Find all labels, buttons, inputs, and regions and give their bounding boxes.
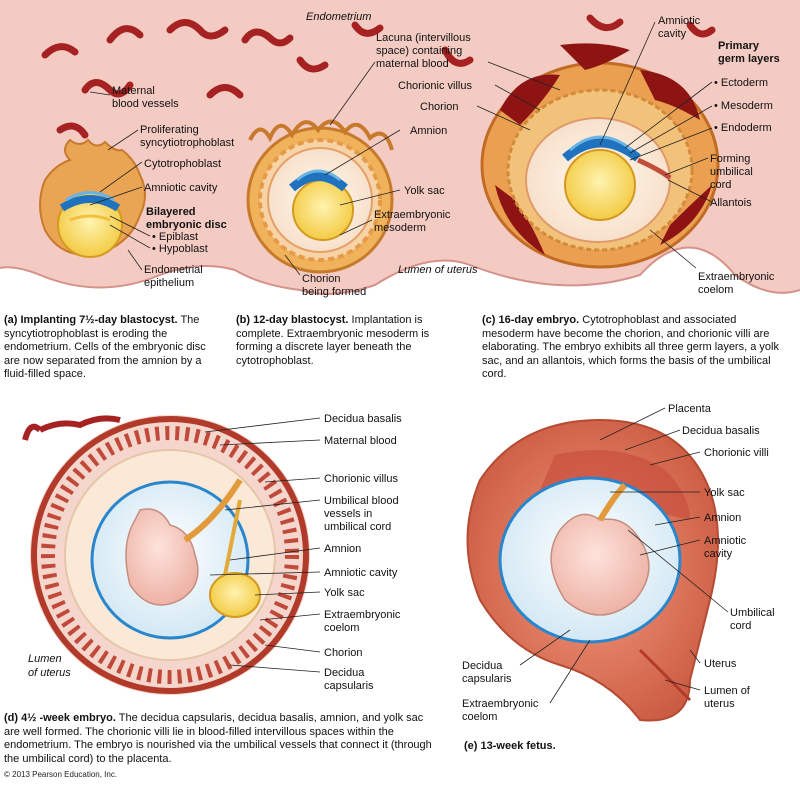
caption-d-title: (d) 4½ -week embryo. (4, 712, 116, 724)
label-chorionic-villus-b: Chorionic villus (398, 80, 472, 92)
label-e-yolk-sac: Yolk sac (704, 487, 745, 499)
caption-e: (e) 13-week fetus. (464, 740, 664, 754)
caption-b-title: (b) 12-day blastocyst. (236, 314, 349, 326)
caption-b-text: Implantation is complete. Extraembryonic… (236, 314, 430, 367)
label-forming-umbilical-cord-2: umbilical (710, 166, 753, 178)
diagram-b-blastocyst (246, 119, 394, 274)
caption-c-title: (c) 16-day embryo. (482, 314, 580, 326)
label-d-extraembryonic-coelom-2: coelom (324, 622, 359, 634)
label-d-amniotic-cavity: Amniotic cavity (324, 567, 398, 579)
label-e-extraembryonic-coelom-2: coelom (462, 711, 497, 723)
label-e-uterus: Uterus (704, 658, 737, 670)
label-lumen-of-uterus-b: Lumen of uterus (398, 264, 478, 276)
label-proliferating-2: syncytiotrophoblast (140, 137, 234, 149)
caption-a-text: The syncytiotrophoblast is eroding the e… (4, 314, 206, 380)
label-forming-umbilical-cord-3: cord (710, 179, 731, 191)
label-amniotic-cavity-a: Amniotic cavity (144, 182, 218, 194)
label-e-decidua-basalis: Decidua basalis (682, 425, 760, 437)
label-d-maternal-blood: Maternal blood (324, 435, 397, 447)
label-d-chorion: Chorion (324, 647, 363, 659)
label-d-extraembryonic-coelom-1: Extraembryonic (324, 609, 401, 621)
label-amniotic-cavity-c-1: Amniotic (658, 15, 701, 27)
label-proliferating-1: Proliferating (140, 124, 199, 136)
d-labels: Decidua basalis Maternal blood Chorionic… (28, 413, 402, 692)
label-d-decidua-capsularis-1: Decidua (324, 667, 365, 679)
label-bilayered-1: Bilayered (146, 206, 196, 218)
label-d-lumen-of-uterus-2: of uterus (28, 667, 71, 679)
label-d-umbilical-vessels-3: umbilical cord (324, 521, 391, 533)
label-e-lumen-of-uterus-2: uterus (704, 698, 735, 710)
label-lacuna-1: Lacuna (intervillous (376, 32, 471, 44)
label-e-umbilical-cord-2: cord (730, 620, 751, 632)
label-primary-germ-layers-2: germ layers (718, 53, 780, 65)
caption-c: (c) 16-day embryo. Cytotrophoblast and a… (482, 314, 782, 382)
label-primary-germ-layers-1: Primary (718, 40, 760, 52)
label-allantois: Allantois (710, 197, 752, 209)
caption-a: (a) Implanting 7½-day blastocyst. The sy… (4, 314, 224, 382)
label-d-decidua-capsularis-2: capsularis (324, 680, 374, 692)
copyright: © 2013 Pearson Education, Inc. (4, 770, 118, 779)
label-hypoblast: • Hypoblast (152, 243, 208, 255)
caption-c-text: Cytotrophoblast and associated mesoderm … (482, 314, 779, 380)
label-d-amnion: Amnion (324, 543, 361, 555)
label-d-decidua-basalis: Decidua basalis (324, 413, 402, 425)
label-d-lumen-of-uterus-1: Lumen (28, 653, 62, 665)
label-amniotic-cavity-c-2: cavity (658, 28, 687, 40)
label-endometrium: Endometrium (306, 11, 371, 23)
label-lacuna-2: space) containing (376, 45, 462, 57)
label-cytotrophoblast: Cytotrophoblast (144, 158, 221, 170)
label-d-umbilical-vessels-1: Umbilical blood (324, 495, 399, 507)
label-extraembryonic-coelom-c-1: Extraembryonic (698, 271, 775, 283)
leader-lines (89, 21, 729, 704)
label-e-decidua-capsularis-2: capsularis (462, 673, 512, 685)
label-d-chorionic-villus: Chorionic villus (324, 473, 398, 485)
label-maternal-blood-vessels-2: blood vessels (112, 98, 179, 110)
label-maternal-blood-vessels-1: Maternal (112, 85, 155, 97)
label-chorion-being-formed-1: Chorion (302, 273, 341, 285)
label-d-yolk-sac: Yolk sac (324, 587, 365, 599)
label-amnion-b: Amnion (410, 125, 447, 137)
label-chorion-being-formed-2: being formed (302, 286, 366, 298)
caption-d-text: The decidua capsularis, decidua basalis,… (4, 712, 432, 765)
diagram-e-fetus (466, 418, 719, 722)
label-lacuna-3: maternal blood (376, 58, 449, 70)
top-labels: Endometrium Maternal blood vessels Proli… (112, 11, 780, 298)
label-e-lumen-of-uterus-1: Lumen of (704, 685, 751, 697)
maternal-blood-vessels (41, 14, 716, 139)
label-d-umbilical-vessels-2: vessels in (324, 508, 372, 520)
label-endometrial-epithelium-1: Endometrial (144, 264, 203, 276)
label-yolk-sac-b: Yolk sac (404, 185, 445, 197)
caption-b: (b) 12-day blastocyst. Implantation is c… (236, 314, 451, 368)
label-epiblast: • Epiblast (152, 231, 198, 243)
label-ectoderm: • Ectoderm (714, 77, 768, 89)
label-endoderm: • Endoderm (714, 122, 772, 134)
e-labels: Placenta Decidua basalis Chorionic villi… (462, 403, 775, 723)
label-e-placenta: Placenta (668, 403, 712, 415)
caption-d: (d) 4½ -week embryo. The decidua capsula… (4, 712, 434, 766)
label-mesoderm: • Mesoderm (714, 100, 773, 112)
label-forming-umbilical-cord-1: Forming (710, 153, 750, 165)
diagram-a-blastocyst (39, 138, 146, 258)
label-bilayered-2: embryonic disc (146, 219, 227, 231)
label-extraembryonic-coelom-c-2: coelom (698, 284, 733, 296)
label-e-decidua-capsularis-1: Decidua (462, 660, 503, 672)
caption-e-title: (e) 13-week fetus. (464, 740, 556, 752)
diagram-d-embryo (22, 415, 310, 695)
label-e-umbilical-cord-1: Umbilical (730, 607, 775, 619)
label-chorion-b: Chorion (420, 101, 459, 113)
label-e-extraembryonic-coelom-1: Extraembryonic (462, 698, 539, 710)
label-e-chorionic-villi: Chorionic villi (704, 447, 769, 459)
diagram-c-embryo (480, 43, 720, 269)
label-e-amniotic-cavity-2: cavity (704, 548, 733, 560)
caption-a-title: (a) Implanting 7½-day blastocyst. (4, 314, 178, 326)
label-e-amniotic-cavity-1: Amniotic (704, 535, 747, 547)
label-extraembryonic-mesoderm-2: mesoderm (374, 222, 426, 234)
label-endometrial-epithelium-2: epithelium (144, 277, 194, 289)
label-extraembryonic-mesoderm-1: Extraembryonic (374, 209, 451, 221)
label-e-amnion: Amnion (704, 512, 741, 524)
